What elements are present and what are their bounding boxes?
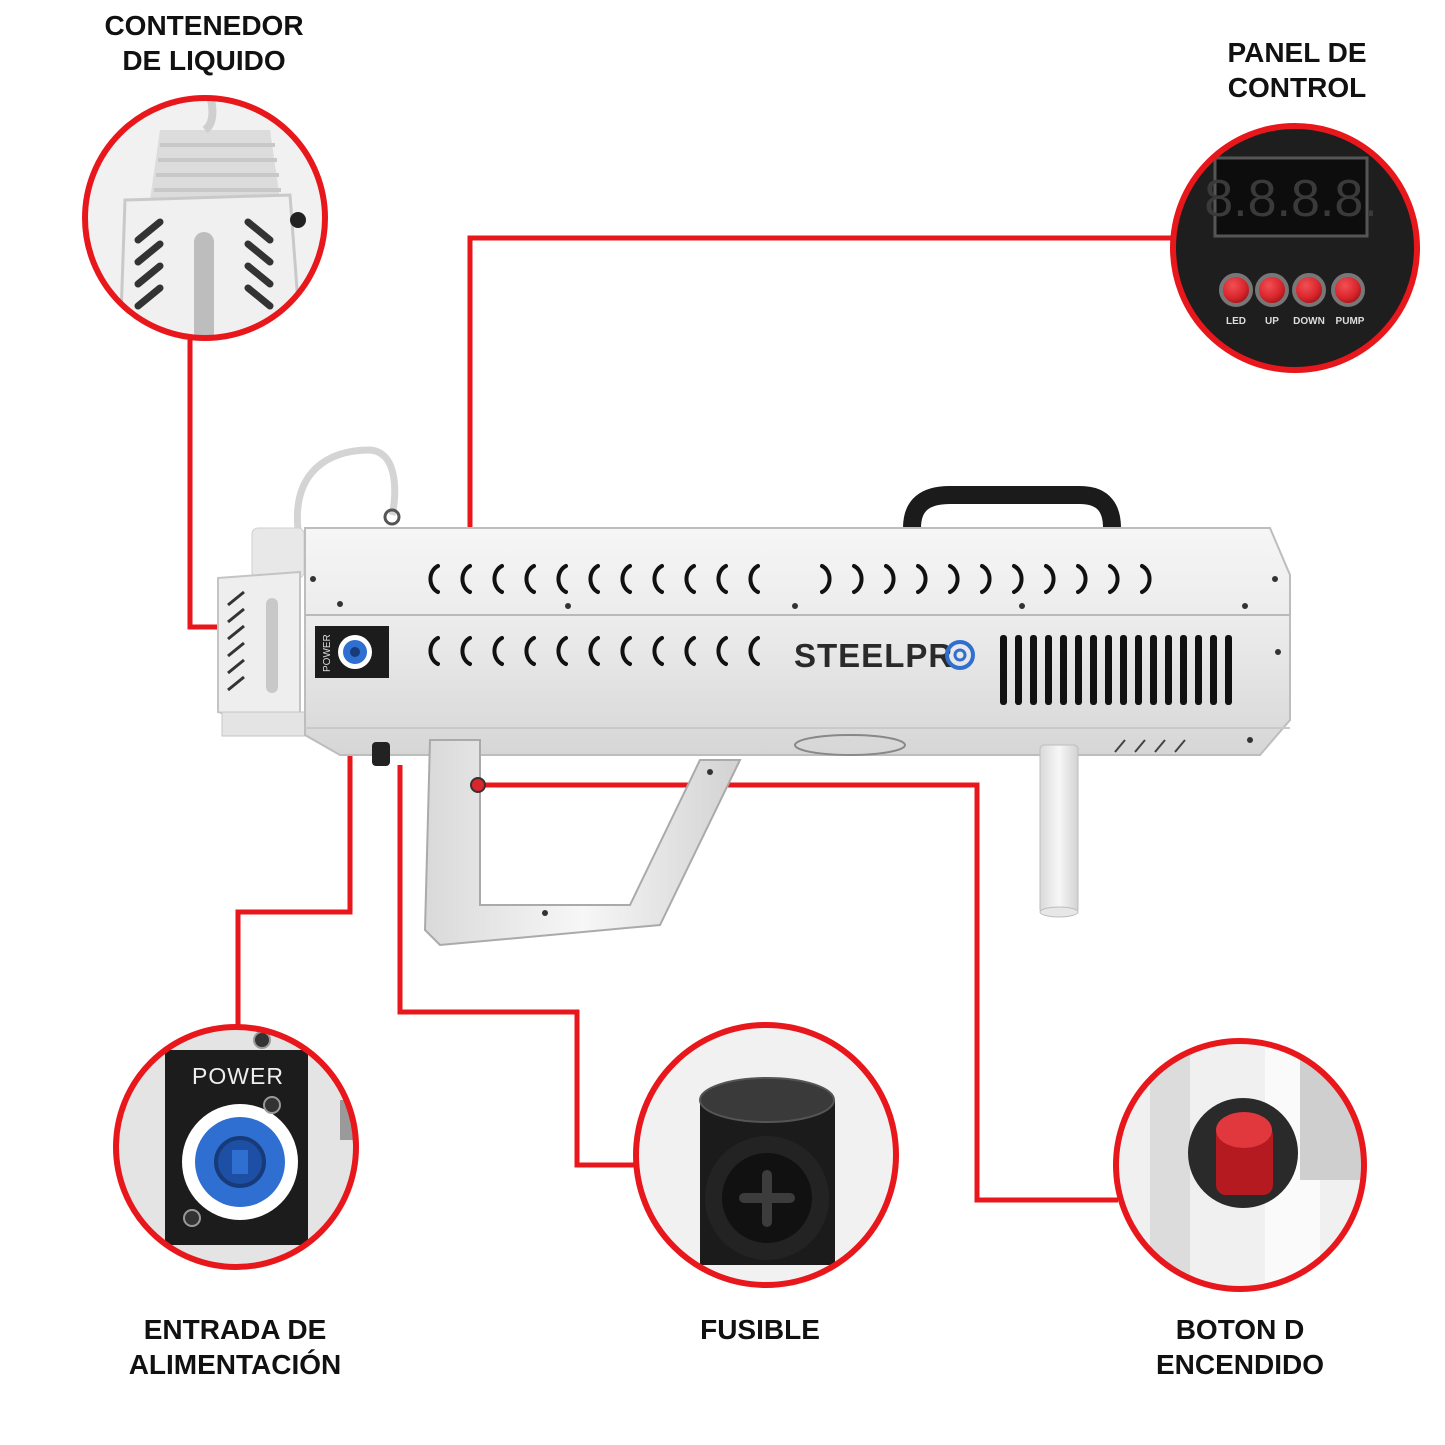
label-fuse: FUSIBLE [640,1312,880,1347]
callout-fuse [633,1022,899,1288]
label-power-button: BOTON D ENCENDIDO [1120,1312,1360,1382]
label-power-line2: ALIMENTACIÓN [128,1349,342,1380]
led-button[interactable] [1219,273,1253,307]
vent-slots [428,564,1152,666]
pump-button[interactable] [1331,273,1365,307]
callout-power-input: POWER [113,1024,359,1270]
callout-control-panel: 8.8.8.8. LED UP DOWN PUMP [1170,123,1420,373]
label-control-panel: PANEL DE CONTROL [1172,35,1422,105]
carry-handle[interactable] [903,486,1121,537]
label-button-line2: ENCENDIDO [1155,1349,1324,1380]
rear-leg [1039,744,1079,914]
up-button-label: UP [1265,316,1279,327]
power-inlet[interactable]: POWER [315,626,389,678]
grip-power-button[interactable] [470,777,486,793]
side-grille [1000,635,1232,705]
down-button-label: DOWN [1293,316,1325,327]
line-liquid [187,337,218,630]
line-power [235,745,353,1025]
brand-logo-mark [945,640,975,670]
label-power-line1: ENTRADA DE [143,1314,327,1345]
line-panel [467,235,1173,527]
up-button[interactable] [1255,273,1289,307]
down-button[interactable] [1292,273,1326,307]
pump-button-label: PUMP [1336,316,1365,327]
label-liquid-line1: CONTENEDOR [104,10,304,41]
power-plate-label: POWER [322,634,333,672]
fuse-holder[interactable] [372,742,390,766]
power-plate-text: POWER [192,1063,284,1089]
led-button-label: LED [1226,316,1246,327]
label-power-input: ENTRADA DE ALIMENTACIÓN [90,1312,380,1382]
label-panel-line1: PANEL DE [1227,37,1367,68]
grip-frame[interactable] [423,739,742,947]
label-liquid-container: CONTENEDOR DE LIQUIDO [74,8,334,78]
line-fuse [397,765,636,1168]
liquid-tank [217,527,311,737]
panel-buttons [1219,273,1365,307]
label-fuse-line1: FUSIBLE [700,1314,820,1345]
label-liquid-line2: DE LIQUIDO [122,45,286,76]
label-panel-line2: CONTROL [1227,72,1367,103]
fog-machine: STEELPR POWER [217,446,1291,947]
brand-logo: STEELPR [794,637,953,674]
led-display: 8.8.8.8. [1204,170,1377,228]
callout-liquid-container [82,95,328,341]
callout-power-button [1113,1038,1367,1292]
label-button-line1: BOTON D [1175,1314,1305,1345]
